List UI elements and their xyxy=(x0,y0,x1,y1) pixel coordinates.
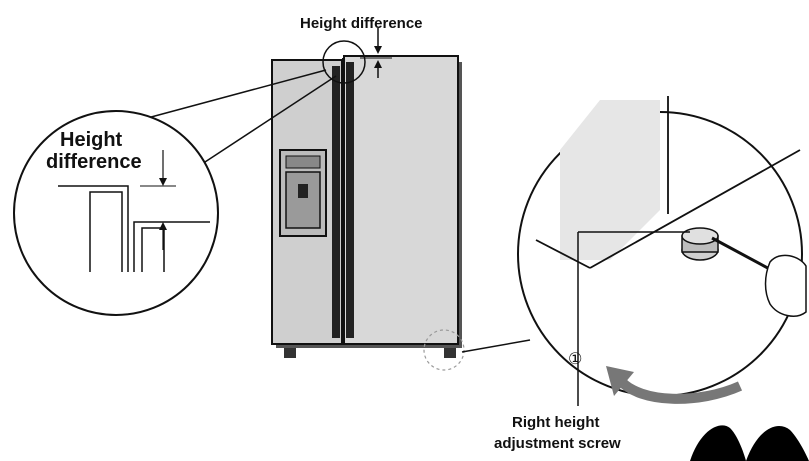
dispenser-display xyxy=(285,155,321,169)
height-arrow-down-head xyxy=(374,46,382,54)
inset-difference-label: difference xyxy=(46,151,142,173)
inset-right-door-inner xyxy=(141,227,165,272)
inset-height-label: Height xyxy=(60,129,123,151)
inset-leader-bottom xyxy=(204,75,337,163)
inset-left-door-inner xyxy=(58,185,129,272)
fridge-door xyxy=(343,55,459,345)
cabinet-base-diagonal xyxy=(535,239,591,269)
inset-dim-arrow-up-head xyxy=(159,222,167,230)
inset-left-door-outline xyxy=(89,191,123,272)
screw-top xyxy=(681,227,719,245)
bottom-detail-circle xyxy=(423,329,465,371)
cabinet-floor-edge xyxy=(589,149,801,269)
hand xyxy=(764,254,807,317)
freezer-handle xyxy=(332,66,340,338)
top-detail-circle xyxy=(322,40,366,84)
adjustment-screw-inset xyxy=(461,96,807,406)
inset-dim-arrow-down-head xyxy=(159,178,167,186)
height-difference-label: Height difference xyxy=(300,15,423,32)
refrigerator xyxy=(271,28,465,371)
inset-leader-top xyxy=(139,69,327,121)
step-marker: ① xyxy=(568,351,583,368)
decorative-black-shape xyxy=(690,425,746,461)
decorative-black-shape-2 xyxy=(746,425,809,461)
height-difference-inset xyxy=(13,69,337,316)
screw-label-line2: adjustment screw xyxy=(494,435,621,452)
fridge-handle xyxy=(346,62,354,338)
screw-label-line1: Right height xyxy=(512,414,600,431)
dispenser-recess xyxy=(285,171,321,229)
dispenser-nozzle xyxy=(298,184,308,198)
inset-circle xyxy=(13,110,219,316)
rotation-arrow-head xyxy=(606,366,634,396)
screw-inset-leader xyxy=(461,339,531,353)
height-arrow-up-head xyxy=(374,60,382,68)
rotation-arrow xyxy=(616,376,743,404)
cabinet-corner xyxy=(560,100,660,260)
inset-right-door-outline xyxy=(133,221,210,272)
